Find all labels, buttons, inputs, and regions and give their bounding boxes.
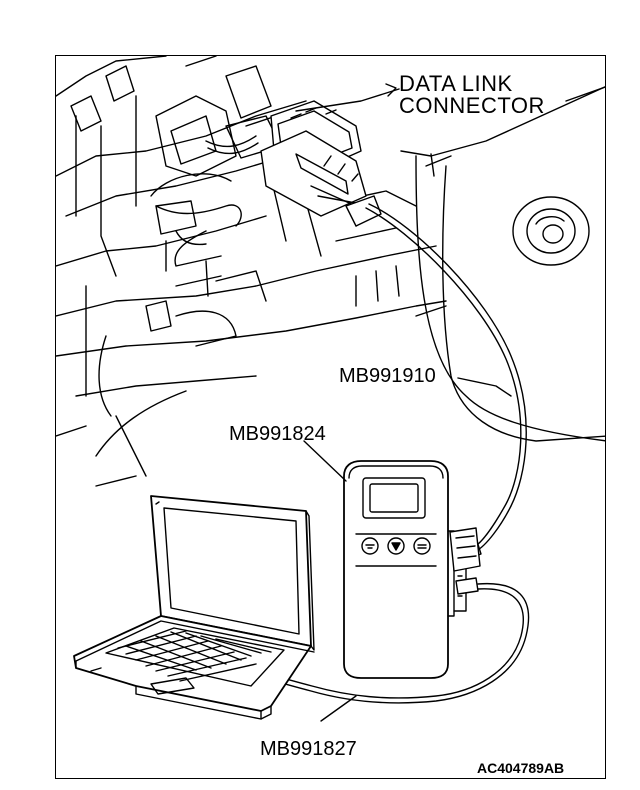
dlc-label-line2: CONNECTOR [399, 93, 545, 118]
figure-code: AC404789AB [477, 760, 565, 776]
leader-lines [295, 83, 605, 722]
connection-illustration [56, 56, 605, 722]
dlc-label-line1: DATA LINK [399, 71, 513, 96]
cable-mb991910-label: MB991910 [339, 365, 436, 387]
vci-device-illustration [343, 460, 481, 679]
data-link-connector-illustration [260, 100, 382, 227]
laptop-illustration [73, 495, 315, 720]
vci-mb991824-label: MB991824 [229, 423, 326, 445]
usb-cable-mb991827-label: MB991827 [260, 738, 357, 760]
dashboard-illustration [56, 56, 605, 487]
diagram-frame: DATA LINK CONNECTOR MB991910 MB991824 MB… [55, 55, 606, 779]
